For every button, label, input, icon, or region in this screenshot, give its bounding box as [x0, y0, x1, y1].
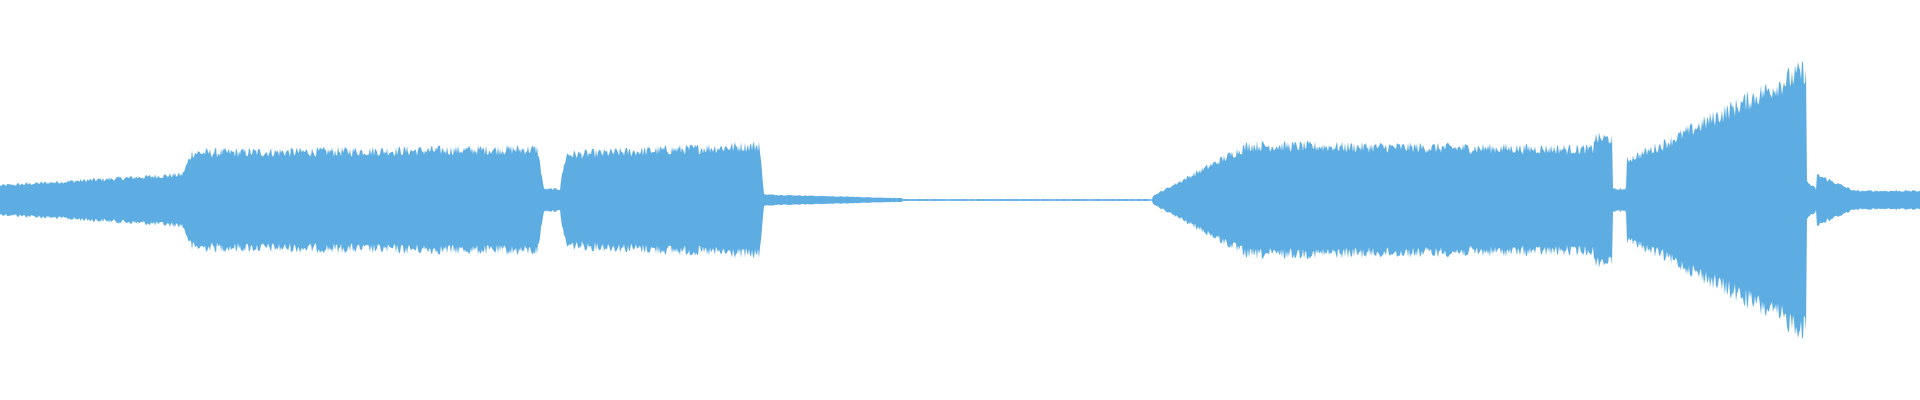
waveform-bars	[0, 61, 1920, 339]
